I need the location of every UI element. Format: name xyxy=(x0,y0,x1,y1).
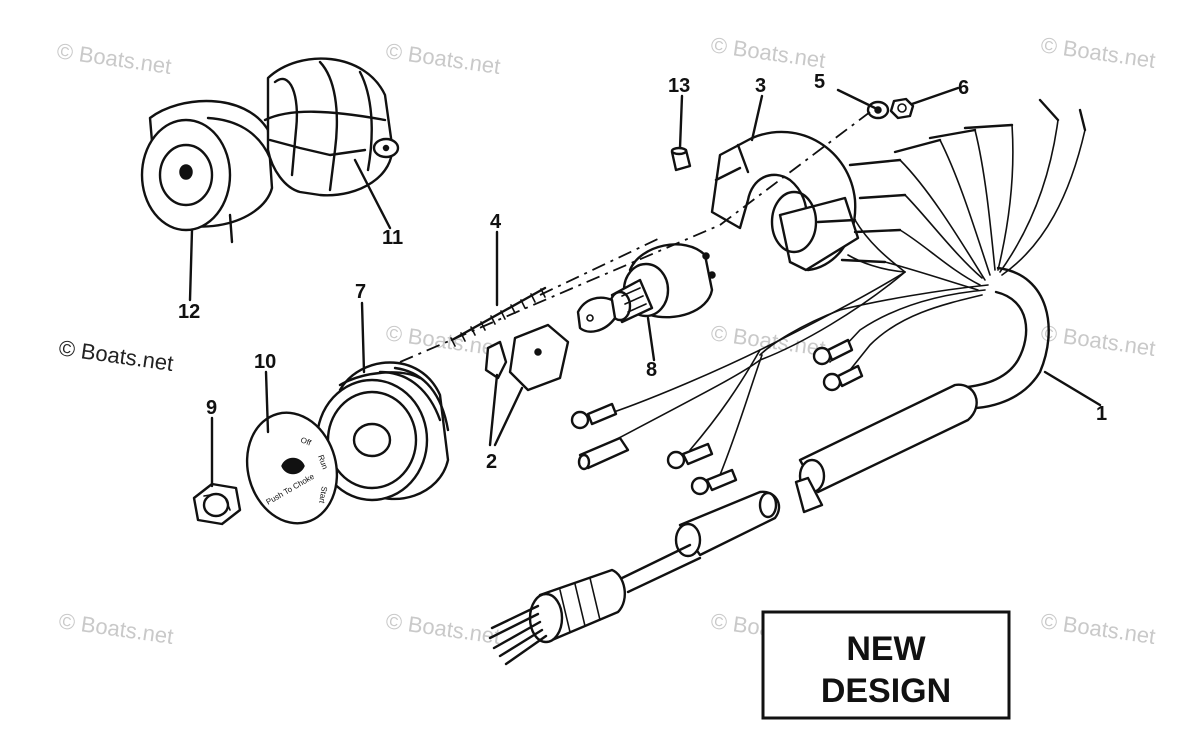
callout-7: 7 xyxy=(355,281,366,303)
watermark: © Boats.net xyxy=(57,608,175,649)
part-7-housing xyxy=(315,361,450,502)
callout-9: 9 xyxy=(206,397,217,419)
callout-1: 1 xyxy=(1096,403,1107,425)
ring-terminal xyxy=(570,402,618,430)
part-3-bracket xyxy=(710,130,860,272)
bullet-connector xyxy=(577,436,630,471)
watermark: © Boats.net xyxy=(1039,32,1157,73)
watermark: © Boats.net xyxy=(55,38,173,79)
washer-mark-start: Start xyxy=(317,486,329,505)
assembly-centerline xyxy=(399,111,871,363)
watermark: © Boats.net xyxy=(57,335,175,376)
badge-line-2: DESIGN xyxy=(821,672,951,710)
badge-line-1: NEW xyxy=(846,630,926,668)
callout-10: 10 xyxy=(254,351,276,373)
callout-labels: 1 2 3 4 5 6 7 8 9 10 11 12 13 xyxy=(178,71,1107,473)
watermark: © Boats.net xyxy=(1039,608,1157,649)
callout-3: 3 xyxy=(755,75,766,97)
callout-11: 11 xyxy=(382,227,403,249)
callout-13: 13 xyxy=(668,75,690,97)
part-9-hex-nut xyxy=(192,482,242,526)
part-2-clip xyxy=(484,323,570,392)
part-11-bracket xyxy=(263,57,400,197)
callout-12: 12 xyxy=(178,301,200,323)
part-10-label-washer: Off Run Start Push To Choke xyxy=(245,411,339,525)
part-6-nut xyxy=(889,97,915,120)
ring-terminal xyxy=(690,468,738,496)
watermark: © Boats.net xyxy=(1039,320,1157,361)
part-13-sleeve xyxy=(670,146,692,172)
washer-mark-off: Off xyxy=(299,435,313,447)
callout-4: 4 xyxy=(490,211,502,233)
watermark: © Boats.net xyxy=(709,32,827,73)
watermark: © Boats.net xyxy=(709,320,827,361)
part-5-washer xyxy=(866,100,890,120)
callout-2: 2 xyxy=(486,451,497,473)
leader-lines xyxy=(188,86,1102,488)
callout-6: 6 xyxy=(958,77,969,99)
watermark: © Boats.net xyxy=(384,38,502,79)
watermark: © Boats.net xyxy=(384,608,502,649)
part-12-cover xyxy=(140,99,274,244)
part-1-harness xyxy=(488,98,1087,666)
new-design-badge: NEW DESIGN xyxy=(761,610,1011,720)
ring-terminal xyxy=(822,364,864,392)
callout-8: 8 xyxy=(646,359,657,381)
assembly-centerline xyxy=(539,237,661,296)
ring-terminal xyxy=(666,442,714,470)
part-8-ignition-switch xyxy=(576,243,716,333)
ring-terminal xyxy=(812,338,854,366)
callout-5: 5 xyxy=(814,71,825,93)
